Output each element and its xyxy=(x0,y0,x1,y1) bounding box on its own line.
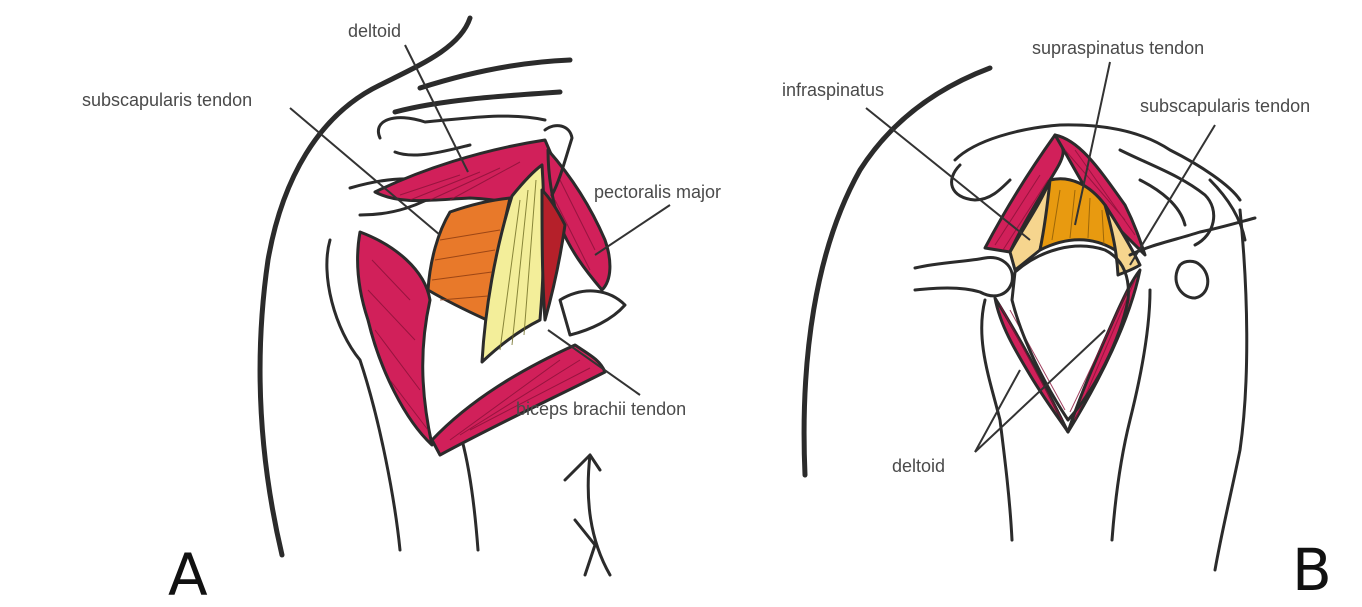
panel-a-label-deltoid: deltoid xyxy=(348,21,401,41)
panel-b-scapula-inner xyxy=(1120,150,1245,245)
panel-a-clavicle-outline xyxy=(395,60,570,112)
panel-a-label-pectoralis: pectoralis major xyxy=(594,182,721,202)
panel-a-letter: A xyxy=(168,541,208,607)
panel-a: deltoid subscapularis tendon pectoralis … xyxy=(82,18,721,607)
panel-b-leader-infraspinatus xyxy=(866,108,1030,240)
panel-b-letter: B xyxy=(1292,536,1332,604)
panel-a-retractor-right xyxy=(560,291,625,335)
panel-b-leader-subscapularis xyxy=(1130,125,1215,265)
panel-b-label-supraspinatus: supraspinatus tendon xyxy=(1032,38,1204,58)
panel-b-deltoid-lower-left xyxy=(995,298,1068,432)
panel-b-leader-deltoid-left xyxy=(975,370,1020,452)
panel-b-small-circle xyxy=(1176,261,1208,298)
panel-b-acromion xyxy=(952,165,1010,200)
panel-a-arm-line xyxy=(462,440,478,550)
panel-a-arrow-mark xyxy=(565,455,610,575)
panel-b-retractor-right xyxy=(1130,218,1255,255)
panel-b-label-subscapularis: subscapularis tendon xyxy=(1140,96,1310,116)
panel-b-arm-right xyxy=(1215,210,1247,570)
panel-b-retractor-left xyxy=(915,257,1012,295)
panel-b-shoulder-outline xyxy=(804,68,990,475)
panel-a-label-biceps: biceps brachii tendon xyxy=(516,399,686,419)
panel-b-label-infraspinatus: infraspinatus xyxy=(782,80,884,100)
panel-a-label-subscapularis: subscapularis tendon xyxy=(82,90,252,110)
panel-b: supraspinatus tendon infraspinatus subsc… xyxy=(782,38,1332,604)
panel-a-deltoid-lateral xyxy=(358,232,432,445)
panel-a-leader-pectoralis xyxy=(595,205,670,255)
panel-b-label-deltoid: deltoid xyxy=(892,456,945,476)
